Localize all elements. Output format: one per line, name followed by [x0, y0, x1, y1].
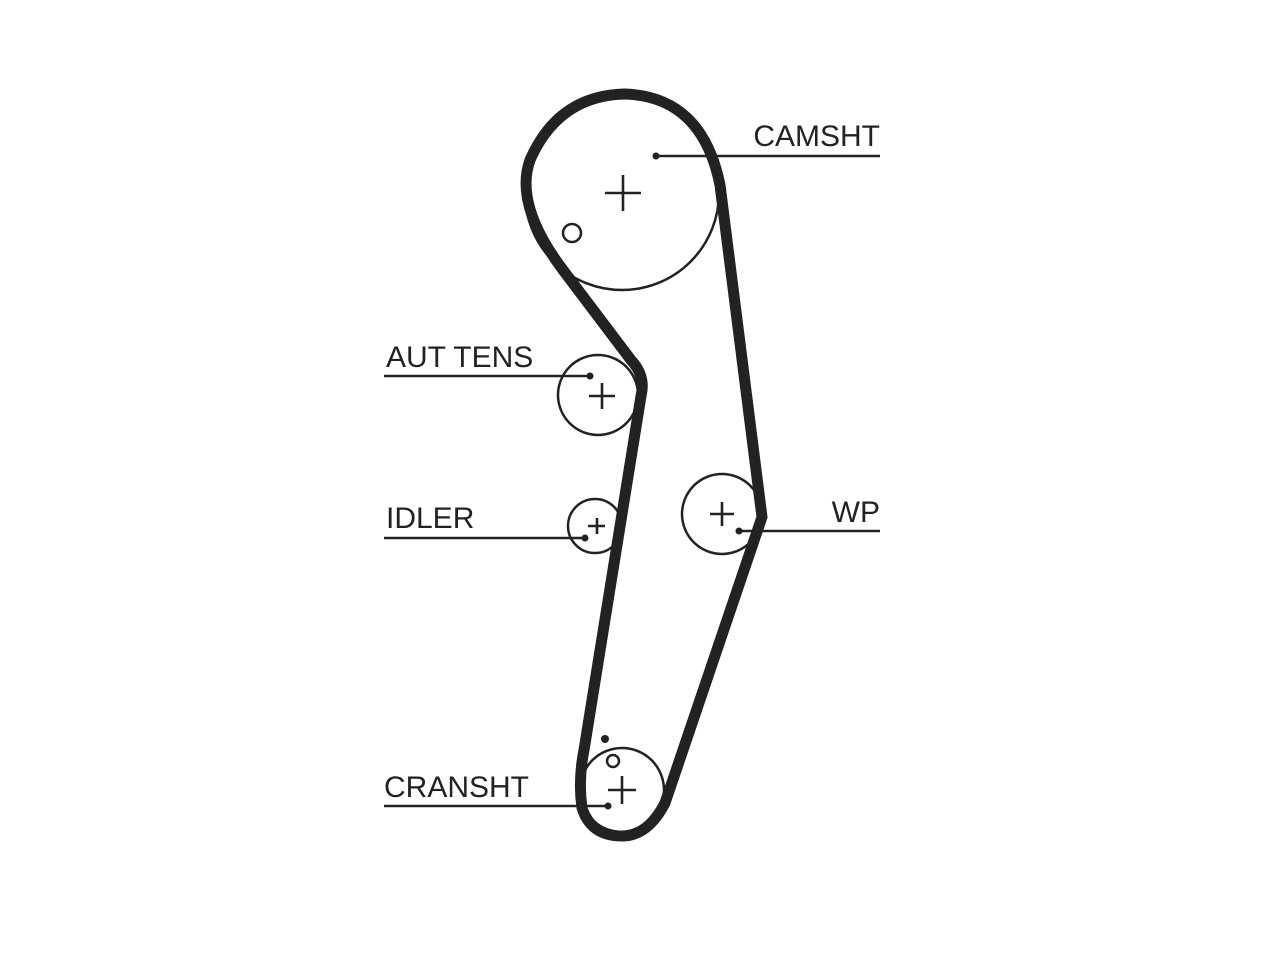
tensioner-label: AUT TENS [386, 341, 533, 374]
tensioner-leader-dot [586, 372, 594, 380]
tensioner-pulley [556, 353, 640, 437]
camshaft-leader-dot [652, 152, 660, 160]
idler-label: IDLER [386, 502, 474, 535]
camshaft-label: CAMSHT [753, 120, 880, 153]
crankshaft-timing-mark [605, 753, 621, 769]
component-labels: CAMSHT AUT TENS IDLER WP CRANSHT [384, 120, 880, 804]
water-pump-leader-dot [735, 527, 743, 535]
crankshaft-leader-dot [604, 802, 612, 810]
leader-lines [384, 152, 880, 810]
crankshaft-label: CRANSHT [384, 771, 529, 804]
camshaft-timing-mark [561, 222, 583, 244]
crankshaft-reference-dot [601, 735, 609, 743]
idler-leader-dot [581, 534, 589, 542]
water-pump-label: WP [832, 496, 880, 529]
timing-belt [520, 88, 768, 842]
water-pump-pulley [680, 472, 764, 556]
